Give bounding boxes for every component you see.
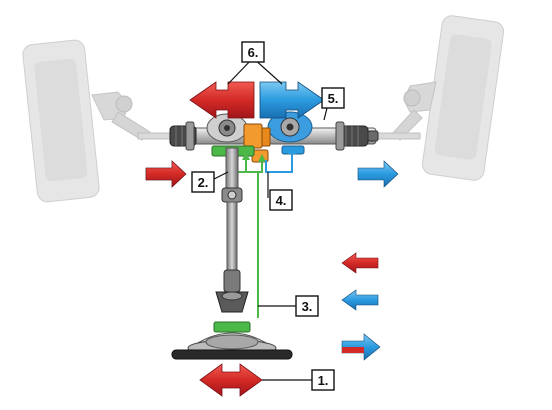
- callout-2: 2.: [191, 171, 215, 193]
- right-direction-arrow: [357, 160, 399, 188]
- right-wheel: [391, 15, 505, 181]
- callout-4: 4.: [269, 189, 293, 211]
- left-wheel: [22, 39, 151, 203]
- callout-4-label: 4.: [276, 193, 287, 208]
- blue-feedback-path: [265, 146, 296, 173]
- callout-3: 3.: [295, 295, 319, 317]
- callout-1-label: 1.: [318, 373, 329, 388]
- green-feedback-path: [234, 152, 266, 318]
- right-tie-rod: [371, 132, 421, 140]
- callout-5: 5.: [321, 87, 345, 109]
- steering-wheel: [171, 321, 293, 360]
- callout-6: 6.: [241, 41, 265, 63]
- input-torque-arrow: [199, 363, 263, 397]
- left-direction-arrow: [145, 160, 187, 188]
- legend-mixed-arrow: [341, 333, 381, 361]
- left-assist-motor: [206, 113, 248, 143]
- legend-blue-arrow: [341, 289, 379, 311]
- top-red-arrow: [189, 81, 255, 119]
- valve-block: [243, 123, 271, 163]
- top-blue-arrow: [259, 81, 325, 119]
- callout-2-label: 2.: [198, 175, 209, 190]
- callout-3-label: 3.: [302, 299, 313, 314]
- callout-5-label: 5.: [328, 91, 339, 106]
- legend-red-arrow: [341, 252, 379, 274]
- steering-column: [215, 147, 249, 313]
- callout-6-label: 6.: [248, 45, 259, 60]
- callout-1: 1.: [311, 369, 335, 391]
- right-assist-motor: [267, 111, 313, 143]
